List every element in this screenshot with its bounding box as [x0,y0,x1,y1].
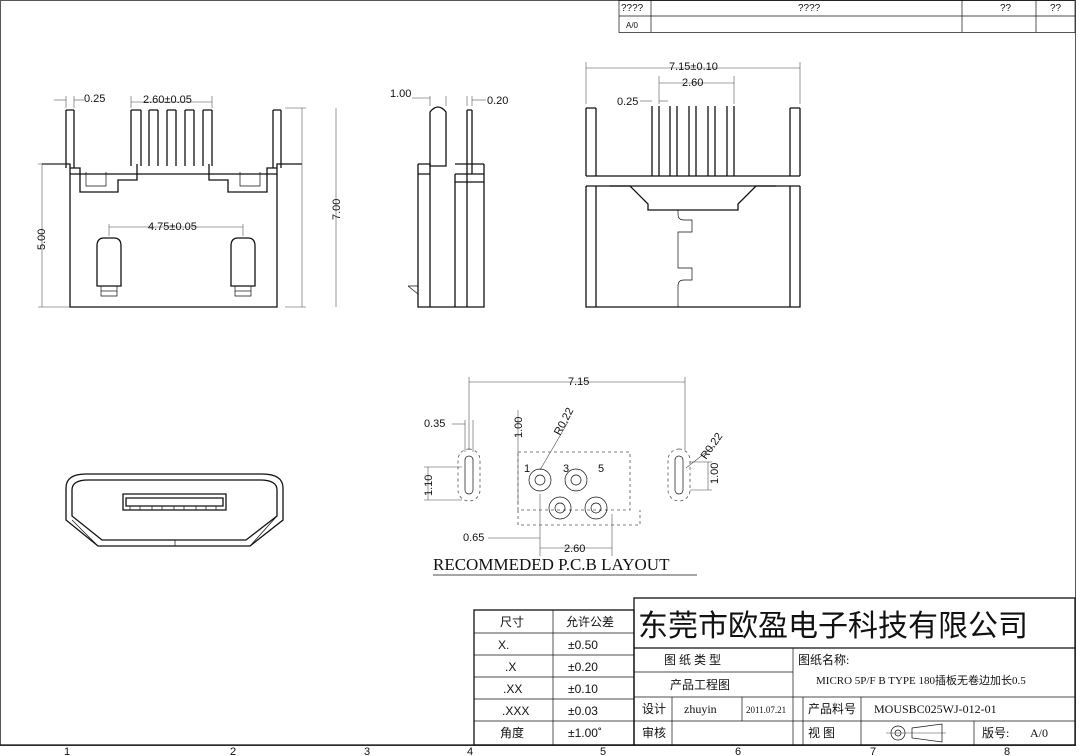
projection-symbol-icon [886,723,946,743]
grid-number-4: 4 [467,746,473,756]
pcb-pad-label-5: 5 [598,463,604,475]
side-dim-pin-width: 1.00 [390,88,411,100]
part-number-value: MOUSBC025WJ-012-01 [874,702,997,716]
pcb-layout-title: RECOMMEDED P.C.B LAYOUT [433,555,670,574]
revision-table: ???? ???? ?? ?? A/0 [618,0,1076,33]
tol-value-0: ±0.50 [568,638,598,652]
pcb-dim-pitch: 1.00 [513,417,525,438]
pcb-dim-slot-height: 1.10 [423,475,435,496]
front-view: 0.25 2.60±0.05 4.75±0.05 5.00 [36,93,306,308]
designer-value: zhuyin [684,702,717,716]
rear-dim-pitch: 2.60 [682,77,703,89]
version-value: A/0 [1030,726,1048,740]
review-label: 审核 [642,725,666,740]
pcb-dim-radius-right: R0.22 [699,431,726,462]
grid-number-5: 5 [600,746,606,756]
title-block: 东莞市欧盈电子科技有限公司 图 纸 类 型 产品工程图 图纸名称: MICRO … [633,597,1076,746]
grid-number-1: 1 [64,746,70,756]
pcb-pad-label-1: 1 [524,463,530,475]
part-number-label: 产品料号 [808,702,856,716]
side-view: 7.00 1.00 0.20 [331,88,508,308]
pcb-pad-label-3: 3 [563,463,569,475]
rear-dim-pin: 0.25 [617,96,638,108]
grid-number-3: 3 [364,746,370,756]
designer-label: 设计 [642,702,666,716]
front-dim-peg-spacing: 4.75±0.05 [148,221,197,233]
grid-number-8: 8 [1004,746,1010,756]
pcb-dim-width: 7.15 [568,376,589,388]
side-dim-height: 7.00 [331,199,343,220]
view-label: 视 图 [808,725,835,740]
tol-size-0: X. [498,638,509,652]
rear-dim-width: 7.15±0.10 [669,61,718,73]
rear-view: 7.15±0.10 2.60 0.25 [585,61,801,308]
grid-number-6: 6 [735,746,741,756]
pcb-dim-slot-width: 0.35 [424,418,445,430]
grid-number-7: 7 [870,746,876,756]
side-dim-pin-thickness: 0.20 [487,95,508,107]
tol-header-tol: 允许公差 [566,614,614,629]
pcb-dim-span: 2.60 [564,543,585,555]
grid-numbers: 1 2 3 4 5 6 7 8 [64,746,1010,756]
front-dim-pitch: 2.60±0.05 [143,94,192,106]
pcb-dim-right-height: 1.00 [709,463,721,484]
drawing-date: 2011.07.21 [746,705,786,715]
drawing-name-label: 图纸名称: [798,652,849,667]
pcb-layout: 7.15 0.35 1.10 1.00 R0.22 1.00 R0.22 [423,376,726,576]
tol-value-2: ±0.10 [568,682,598,696]
rev-value: A/0 [626,21,639,30]
rev-header-1: ???? [621,3,644,14]
drawing-type-label: 图 纸 类 型 [664,653,721,667]
rev-header-3: ?? [1000,3,1012,14]
tol-value-3: ±0.03 [568,704,598,718]
drawing-type-value: 产品工程图 [670,677,730,692]
pcb-dim-radius-left: R0.22 [552,406,576,438]
receptacle-face-view [65,473,284,547]
tol-size-4: 角度 [500,725,524,740]
tol-size-2: .XX [503,682,522,696]
tol-size-3: .XXX [502,704,529,718]
tol-value-1: ±0.20 [568,660,598,674]
front-dim-offset: 0.25 [84,93,105,105]
tol-value-4: ±1.00˚ [568,726,602,740]
rev-header-4: ?? [1050,3,1062,14]
tolerance-table: 尺寸 允许公差 X. ±0.50 .X ±0.20 .XX ±0.10 .XXX… [473,609,635,746]
grid-number-2: 2 [230,746,236,756]
tol-header-size: 尺寸 [500,615,524,629]
front-dim-height: 5.00 [36,229,48,250]
pcb-dim-offset: 0.65 [463,532,484,544]
version-label: 版号: [982,726,1009,740]
tol-size-1: .X [505,660,516,674]
company-name: 东莞市欧盈电子科技有限公司 [638,610,1028,643]
rev-header-2: ???? [798,3,821,14]
drawing-name-value: MICRO 5P/F B TYPE 180插板无卷边加长0.5 [816,673,1026,687]
